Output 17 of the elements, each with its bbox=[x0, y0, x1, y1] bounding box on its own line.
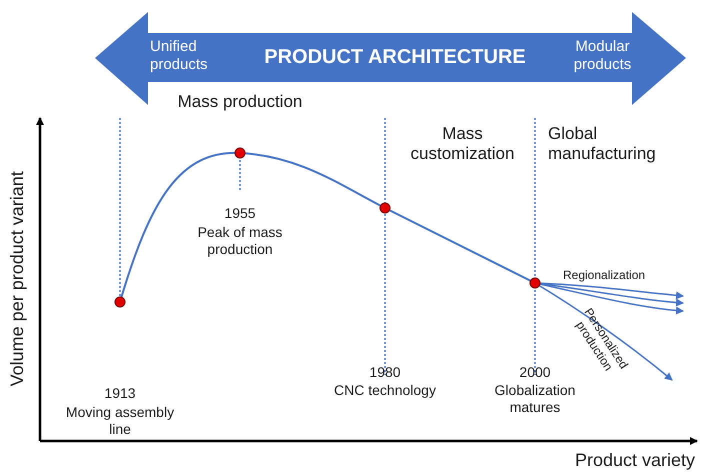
band-title: PRODUCT ARCHITECTURE bbox=[263, 45, 527, 69]
event-label: Peak of mass production bbox=[196, 224, 284, 258]
axis-title: Product variety bbox=[574, 450, 695, 472]
event-label: Globalization matures bbox=[494, 382, 576, 416]
phase-label: Mass production bbox=[176, 92, 304, 112]
year-label: 1955 bbox=[223, 205, 257, 222]
band-end-label: Unified products bbox=[150, 38, 209, 74]
year-label: 1913 bbox=[103, 385, 137, 402]
branch-label: Regionalization bbox=[563, 268, 646, 282]
year-label: 2000 bbox=[518, 364, 552, 381]
phase-label: Mass customization bbox=[410, 124, 516, 165]
event-label: Moving assembly line bbox=[65, 404, 175, 438]
year-label: 1980 bbox=[368, 364, 402, 381]
band-end-label: Modular products bbox=[572, 38, 632, 74]
phase-label: Global manufacturing bbox=[548, 124, 657, 165]
axis-title: Volume per product variant bbox=[7, 170, 28, 388]
event-label: CNC technology bbox=[333, 382, 437, 399]
